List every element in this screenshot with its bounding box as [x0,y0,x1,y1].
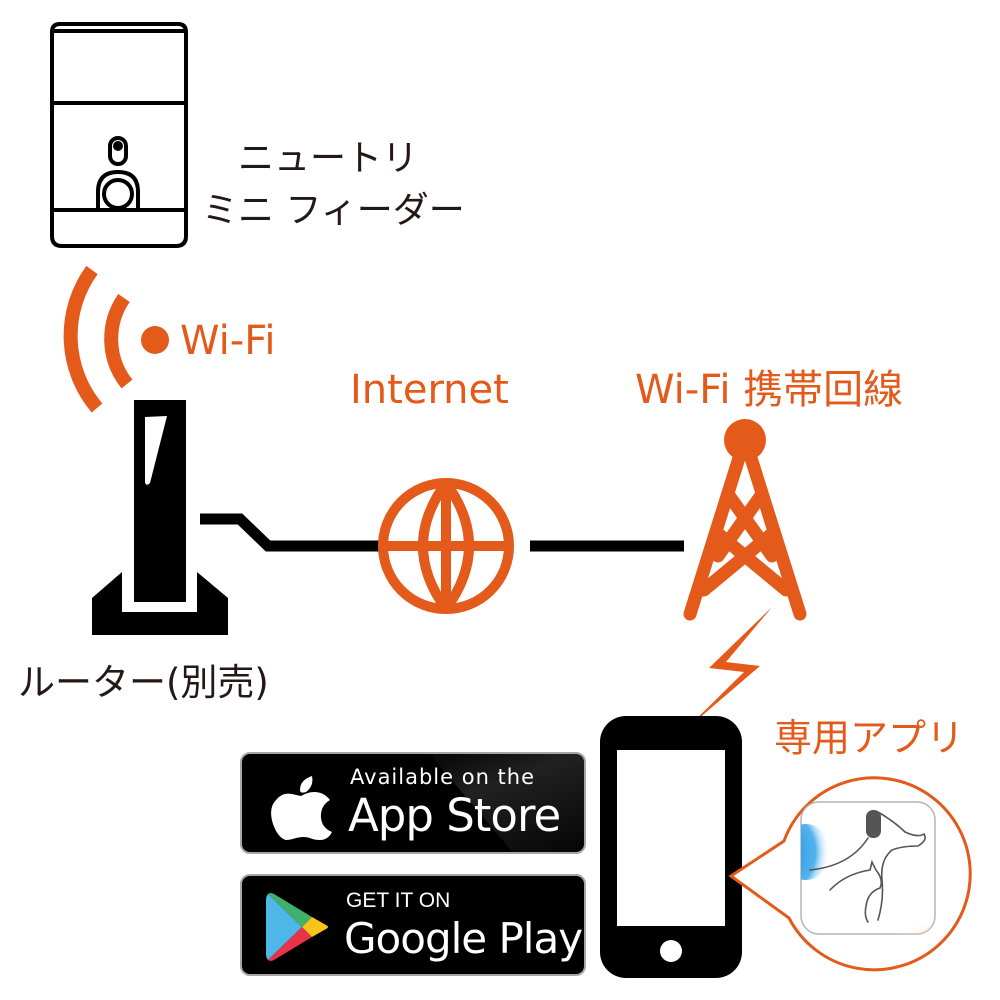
google-play-logo-icon [266,893,328,961]
feeder-name-line2: ミニ フィーダー [202,190,465,231]
lightning-bolt-icon [683,607,772,732]
google-play-line1: GET IT ON [346,889,451,912]
wifi-label: Wi-Fi [180,318,276,364]
app-icon [800,801,936,935]
cell-tower-icon [683,419,807,621]
feeder-name-line1: ニュートリ [238,138,419,179]
mobile-network-label: Wi-Fi 携帯回線 [635,367,904,413]
network-cable [200,513,684,552]
internet-label: Internet [350,367,509,413]
router-icon [92,400,228,635]
wifi-signal-icon [63,265,133,413]
wifi-dot-icon [141,326,169,354]
google-play-line2: Google Play [344,914,583,963]
router-label: ルーター(別売) [18,661,269,704]
globe-icon [378,478,514,614]
app-store-line2: App Store [348,789,561,842]
google-play-badge[interactable]: GET IT ON Google Play [240,874,586,976]
smartphone-icon [600,716,742,978]
app-store-badge[interactable]: Available on the App Store [240,752,586,854]
pet-feeder-icon [50,22,188,248]
dedicated-app-label: 専用アプリ [774,716,965,760]
apple-logo-icon [271,776,332,840]
app-store-line1: Available on the [350,765,536,789]
